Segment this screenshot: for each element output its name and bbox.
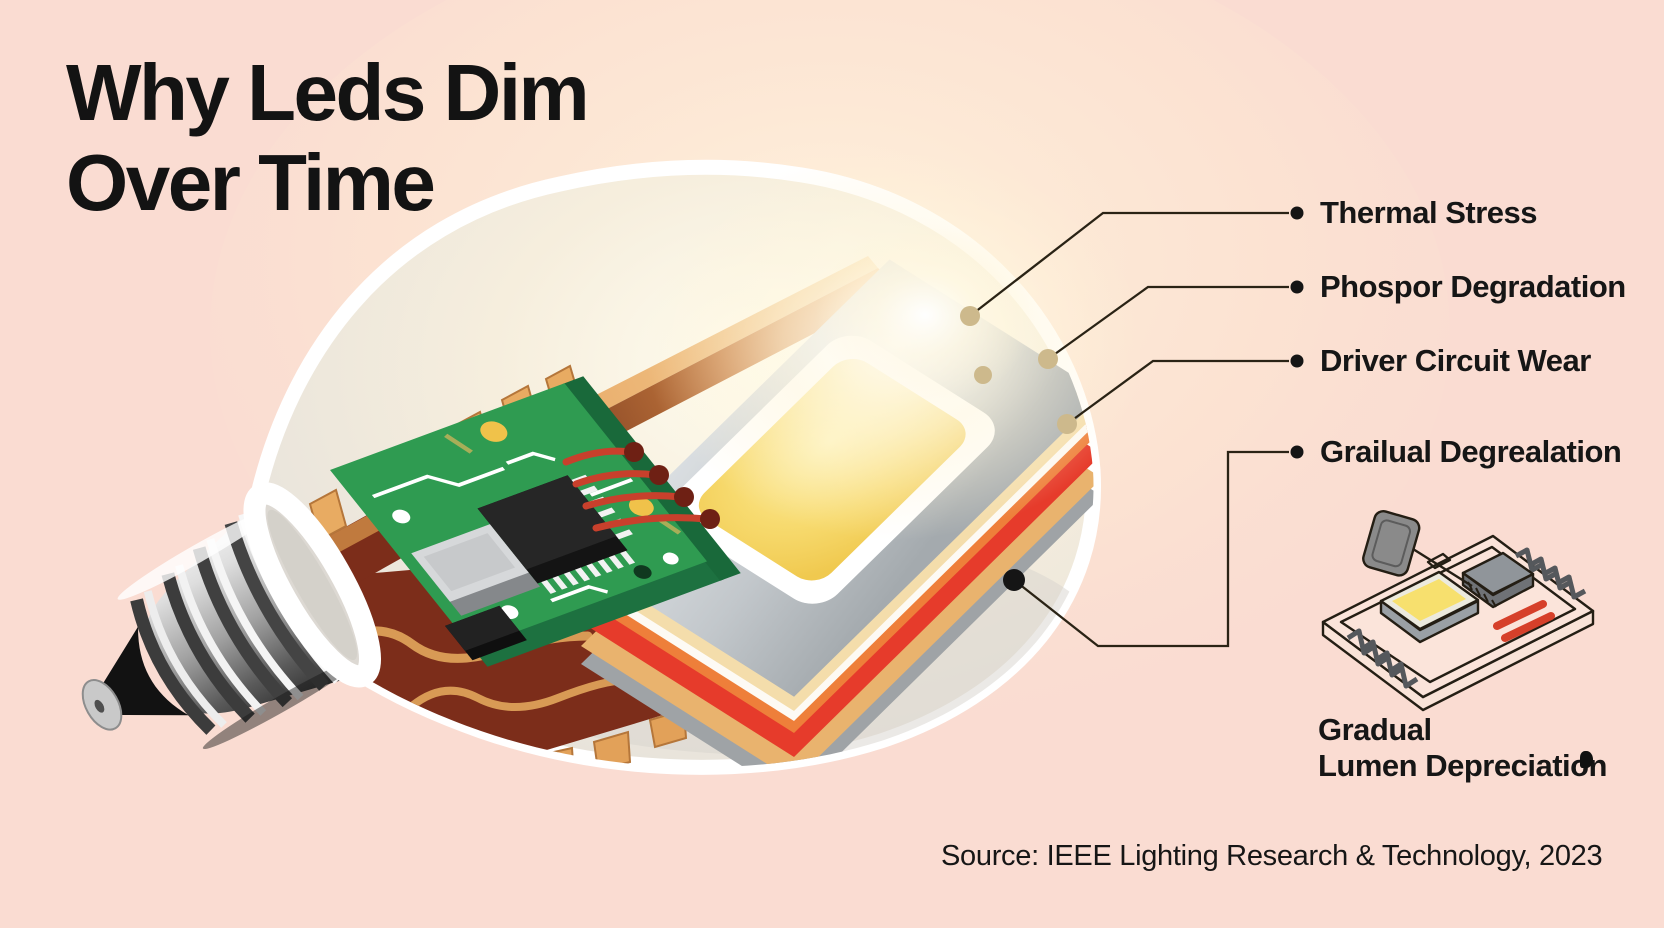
callout-lines <box>969 211 1289 648</box>
mini-led-chip <box>1379 570 1480 644</box>
small-chip <box>444 605 527 661</box>
mini-board-diagram <box>1321 510 1595 712</box>
caption-line-2: Lumen Depreciation <box>1318 748 1608 783</box>
depreciation-mark-icon <box>1580 751 1593 768</box>
base-contact-tip <box>96 626 189 716</box>
mini-fins-left <box>1346 628 1419 689</box>
caption-line-1: Gradual <box>1318 712 1432 747</box>
callout-label-gradual-degradation: Grailual Degrealation <box>1320 434 1622 469</box>
page-title: Why Leds Dim Over Time <box>66 48 590 228</box>
callout-label-driver-circuit-wear: Driver Circuit Wear <box>1320 343 1591 378</box>
anchor-dot-degradation <box>1003 569 1025 591</box>
callout-label-thermal-stress: Thermal Stress <box>1320 195 1538 230</box>
mini-fins-right <box>1514 547 1587 600</box>
label-bullets <box>1290 206 1304 459</box>
anchor-dot-thermal <box>960 306 980 326</box>
source-attribution: Source: IEEE Lighting Research & Technol… <box>941 840 1603 872</box>
screw-base <box>81 499 363 750</box>
title-line-2: Over Time <box>66 138 436 227</box>
title-line-1: Why Leds Dim <box>66 48 590 137</box>
mini-diagram-caption: Gradual Lumen Depreciation <box>1318 712 1608 784</box>
anchor-dot-driver <box>1057 414 1077 434</box>
anchor-dot-phosphor <box>1038 349 1058 369</box>
anchor-dots <box>960 306 1077 591</box>
capacitor-chip <box>411 524 541 616</box>
mini-ic-chip <box>1461 551 1535 609</box>
driver-pcb <box>330 376 741 667</box>
bulb-collar <box>243 482 381 688</box>
anchor-dot-extra <box>974 366 992 384</box>
callout-label-phosphor-degradation: Phospor Degradation <box>1320 269 1626 304</box>
wire-pads <box>624 442 720 529</box>
led-glow-core <box>815 225 1035 405</box>
